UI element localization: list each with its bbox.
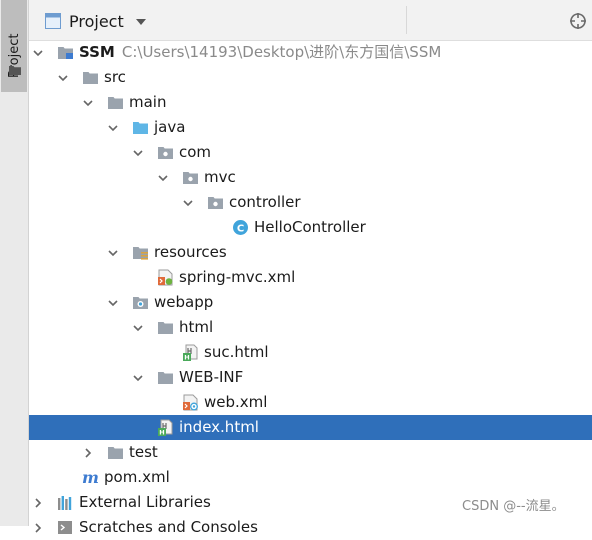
project-view-icon	[45, 13, 61, 29]
chevron-right-icon[interactable]	[32, 522, 44, 534]
tree-item-label: WEB-INF	[179, 368, 244, 386]
tree-item-label: com	[179, 143, 212, 161]
chevron-right-icon[interactable]	[32, 497, 44, 509]
resources-folder-icon	[133, 247, 148, 260]
svg-text:C: C	[237, 224, 244, 235]
tree-item-label: Scratches and Consoles	[79, 518, 258, 536]
scratches-icon	[58, 521, 72, 534]
chevron-down-icon[interactable]	[132, 322, 144, 334]
tree-item-label: main	[129, 93, 167, 111]
tree-item-label: resources	[154, 243, 227, 261]
package-icon	[183, 172, 198, 184]
tree-item-pom-xml[interactable]: m pom.xml	[29, 465, 592, 490]
tree-item-label: web.xml	[204, 393, 268, 411]
svg-text:H: H	[159, 429, 164, 437]
tree-item-resources[interactable]: resources	[29, 240, 592, 265]
source-folder-icon	[133, 122, 148, 134]
package-icon	[158, 147, 173, 159]
tree-item-webapp[interactable]: webapp	[29, 290, 592, 315]
tree-item-hello-controller[interactable]: C HelloController	[29, 215, 592, 240]
tree-item-label: pom.xml	[104, 468, 170, 486]
tree-item-controller[interactable]: controller	[29, 190, 592, 215]
tree-item-spring-mvc-xml[interactable]: spring-mvc.xml	[29, 265, 592, 290]
folder-icon	[108, 97, 123, 109]
folder-icon	[158, 372, 173, 384]
chevron-down-icon[interactable]	[107, 247, 119, 259]
chevron-down-icon[interactable]	[132, 372, 144, 384]
chevron-down-icon[interactable]	[132, 147, 144, 159]
folder-icon	[83, 72, 98, 84]
tool-window-strip: Project	[0, 0, 29, 526]
tree-item-label: mvc	[204, 168, 236, 186]
chevron-down-icon[interactable]	[107, 297, 119, 309]
svg-text:m: m	[82, 469, 99, 486]
chevron-down-icon[interactable]	[57, 72, 69, 84]
tree-item-external-libraries[interactable]: External Libraries	[29, 490, 592, 515]
tree-item-com[interactable]: com	[29, 140, 592, 165]
java-class-icon: C	[233, 220, 248, 235]
watermark: CSDN @--流星。	[462, 499, 565, 514]
header-divider	[406, 6, 407, 34]
maven-icon: m	[82, 469, 99, 486]
project-view-title[interactable]: Project	[69, 12, 124, 31]
tree-item-label: src	[104, 68, 126, 86]
html-file-icon: H	[158, 419, 173, 437]
chevron-down-icon[interactable]	[82, 97, 94, 109]
tree-item-scratches[interactable]: Scratches and Consoles	[29, 515, 592, 540]
chevron-down-icon[interactable]	[135, 18, 147, 26]
tree-item-test[interactable]: test	[29, 440, 592, 465]
tree-item-index-html[interactable]: H index.html	[29, 415, 592, 440]
tree-item-web-inf[interactable]: WEB-INF	[29, 365, 592, 390]
folder-icon	[158, 322, 173, 334]
project-tool-tab[interactable]: Project	[1, 0, 27, 92]
tree-item-web-xml[interactable]: web.xml	[29, 390, 592, 415]
project-header: Project	[29, 0, 592, 41]
module-folder-icon	[58, 47, 73, 59]
tree-item-label: html	[179, 318, 214, 336]
locate-target-icon[interactable]	[569, 12, 587, 30]
tree-item-label: test	[129, 443, 158, 461]
svg-text:H: H	[184, 354, 189, 362]
chevron-down-icon[interactable]	[182, 197, 194, 209]
tree-item-java[interactable]: java	[29, 115, 592, 140]
html-file-icon: H	[183, 344, 198, 362]
package-icon	[208, 197, 223, 209]
libraries-icon	[58, 496, 72, 510]
tree-item-main[interactable]: main	[29, 90, 592, 115]
tree-item-label: suc.html	[204, 343, 269, 361]
tree-item-label: controller	[229, 193, 301, 211]
folder-icon	[9, 66, 21, 75]
chevron-right-icon[interactable]	[82, 447, 94, 459]
tree-item-suc-html[interactable]: H suc.html	[29, 340, 592, 365]
tree-item-mvc[interactable]: mvc	[29, 165, 592, 190]
tree-item-label: index.html	[179, 418, 259, 436]
chevron-down-icon[interactable]	[157, 172, 169, 184]
chevron-down-icon[interactable]	[32, 47, 44, 59]
tree-item-label: HelloController	[254, 218, 366, 236]
tree-item-label: spring-mvc.xml	[179, 268, 296, 286]
tree-item-label: java	[154, 118, 186, 136]
spring-xml-file-icon	[158, 269, 173, 286]
tree-item-html[interactable]: html	[29, 315, 592, 340]
folder-icon	[108, 447, 123, 459]
tree-item-label: External Libraries	[79, 493, 211, 511]
web-xml-file-icon	[183, 394, 198, 411]
web-folder-icon	[133, 297, 148, 309]
chevron-down-icon[interactable]	[107, 122, 119, 134]
tree-item-label: webapp	[154, 293, 214, 311]
tree-item-src[interactable]: src	[29, 65, 592, 90]
